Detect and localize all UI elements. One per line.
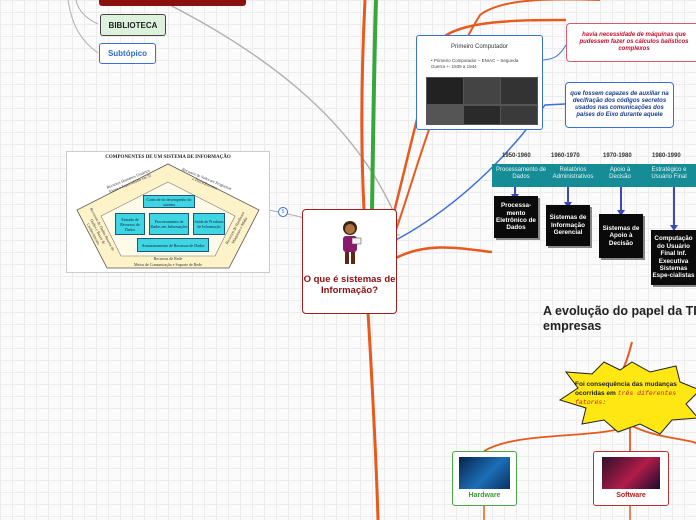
block-sad[interactable]: Sistemas de Apoio à Decisão: [599, 214, 643, 258]
bar-label-4: Estratégico e Usuário Final: [651, 167, 687, 180]
hardware-node[interactable]: Hardware: [452, 451, 517, 506]
eniac-photo-6: [500, 105, 538, 125]
block-usuario-final[interactable]: Computação do Usuário Final Inf. Executi…: [651, 230, 696, 285]
bar-label-2: Relatórios Administrativos: [552, 167, 594, 180]
bar-label-3: Apoio à Decisão: [609, 167, 631, 180]
consequence-burst: [558, 361, 696, 435]
central-topic-label: O que é sistemas de Informação?: [303, 274, 396, 296]
eniac-photo-1: [426, 77, 464, 105]
processamento-box: Processamento de Dados em Informações: [149, 213, 189, 235]
controle-box: Controle do desempenho do sistema: [143, 195, 195, 208]
eniac-photo-3: [500, 77, 538, 105]
pentagon-shape: [76, 163, 260, 269]
era-1950: 1950-1960: [502, 153, 531, 159]
components-image[interactable]: COMPONENTES DE UM SISTEMA DE INFORMAÇÃO …: [66, 151, 270, 273]
havia-node[interactable]: havia necessidade de máquinas que pudess…: [566, 23, 696, 62]
bar-label-1: Processamento de Dados: [495, 167, 547, 180]
armazenamento-box: Armazenamento de Recursos de Dados: [137, 238, 209, 252]
consequence-text: Foi consequência das mudanças ocorridas …: [575, 381, 677, 406]
note-count-badge[interactable]: 5: [278, 207, 288, 217]
software-image: [602, 457, 660, 489]
components-title: COMPONENTES DE UM SISTEMA DE INFORMAÇÃO: [105, 155, 231, 160]
evolucao-topic[interactable]: A evolução do papel da TI nas empresas: [543, 304, 696, 333]
student-icon: [343, 221, 362, 264]
block-processamento[interactable]: Processa-mento Eletrônico de Dados: [494, 196, 538, 238]
timeline-bar: Processamento de Dados Relatórios Admini…: [492, 164, 696, 187]
block-sig[interactable]: Sistemas de Informação Gerencial: [546, 205, 590, 246]
que-fossem-node[interactable]: que fossem capazes de auxiliar na decifr…: [565, 82, 674, 128]
pc-title: Primeiro Computador: [450, 44, 509, 50]
hardware-image: [459, 457, 510, 489]
era-1960: 1960-1970: [551, 153, 580, 159]
recursos-rede-label: Recursos de Rede: [153, 256, 183, 261]
central-topic[interactable]: O que é sistemas de Informação?: [302, 209, 397, 314]
era-1980: 1980-1990: [652, 153, 681, 159]
biblioteca-node[interactable]: BIBLIOTECA: [100, 14, 166, 36]
top-node[interactable]: [99, 0, 246, 6]
pc-bullet: • Primeiro Computador – ENIAC – Segunda …: [431, 58, 519, 69]
era-1970: 1970-1980: [603, 153, 632, 159]
software-node[interactable]: Software: [593, 451, 669, 506]
primeiro-computador-image[interactable]: Primeiro Computador • Primeiro Computado…: [416, 35, 543, 130]
entrada-box: Entrada de Recursos de Dados: [115, 213, 145, 235]
hardware-label: Hardware: [468, 492, 501, 499]
eniac-photo-4: [426, 105, 464, 125]
saida-box: Saída de Produtos de Informação: [193, 213, 225, 235]
meios-label: Meios de Comunicação e Suporte de Rede: [134, 262, 202, 267]
subtopico-node[interactable]: Subtópico: [99, 43, 156, 64]
software-label: Software: [616, 492, 646, 499]
eniac-photo-2: [463, 77, 501, 105]
eniac-photo-5: [463, 105, 501, 125]
